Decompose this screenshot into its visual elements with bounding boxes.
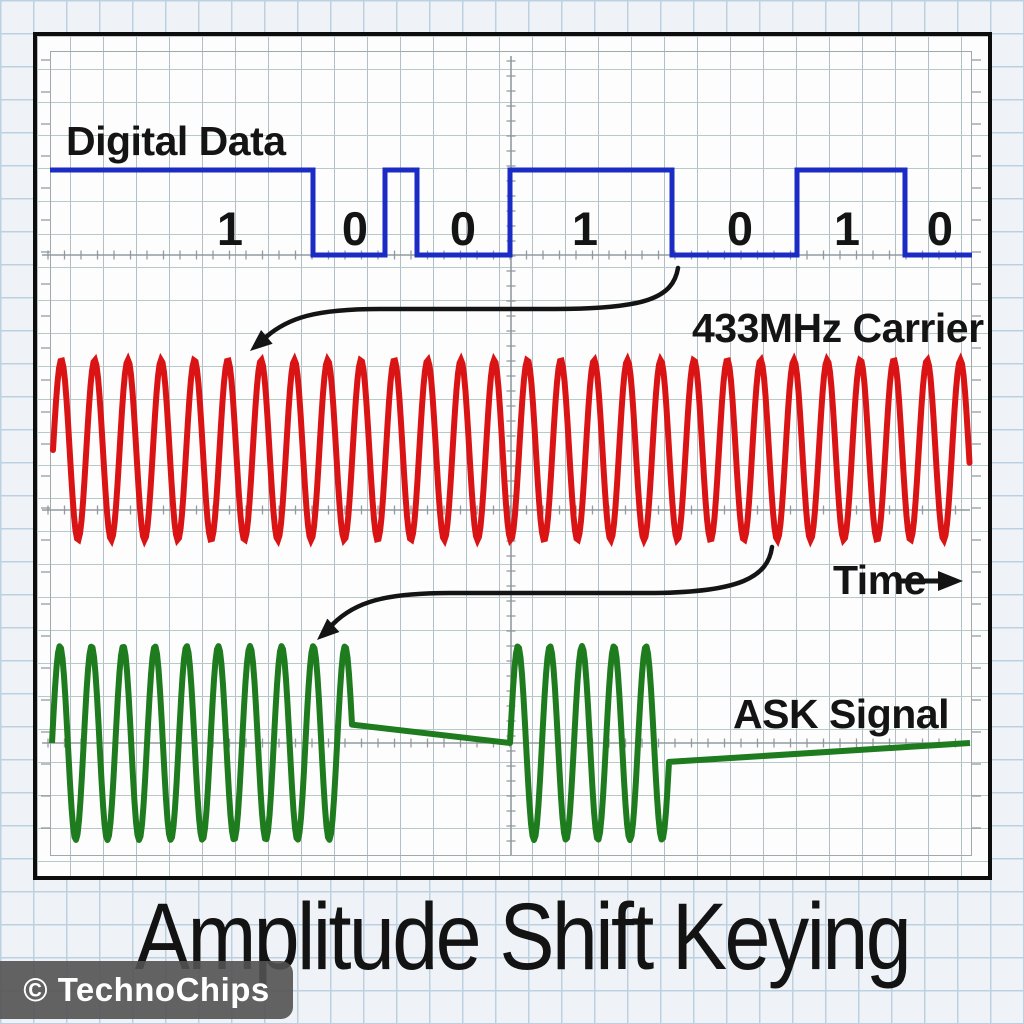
time-axis-label: Time — [833, 557, 926, 603]
bit-label: 1 — [571, 202, 599, 255]
annotation-arrow-curve-0 — [263, 265, 681, 340]
bit-label: 0 — [341, 202, 369, 255]
annotation-arrow-curve-1 — [330, 544, 775, 627]
carrier-label: 433MHz Carrier — [692, 305, 984, 351]
bit-label: 0 — [449, 202, 477, 255]
ask-waveform — [49, 643, 971, 843]
annotation-arrowhead-icon-1 — [317, 618, 340, 640]
carrier-waveform — [50, 352, 973, 548]
digital-data-label: Digital Data — [66, 118, 286, 164]
watermark-text: © TechnoChips — [23, 971, 270, 1008]
annotation-arrowhead-icon-0 — [250, 329, 273, 351]
ask-signal-label: ASK Signal — [733, 691, 949, 737]
bit-label: 1 — [833, 202, 861, 255]
digital-waveform — [50, 167, 972, 258]
bit-label: 0 — [926, 202, 954, 255]
time-arrowhead-icon — [938, 571, 963, 591]
watermark-badge: © TechnoChips — [0, 961, 293, 1019]
bit-label: 1 — [216, 202, 244, 255]
bit-label: 0 — [726, 202, 754, 255]
